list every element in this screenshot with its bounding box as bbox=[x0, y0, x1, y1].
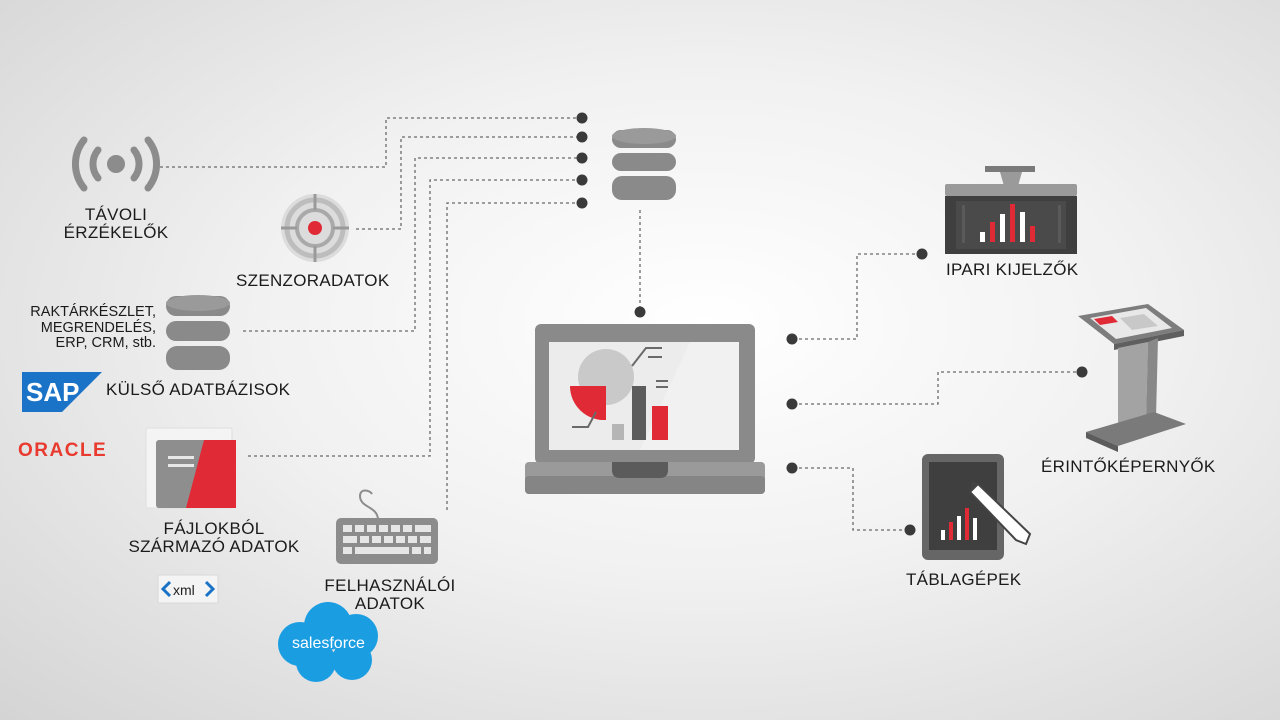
user-data-label: FELHASZNÁLÓI ADATOK bbox=[324, 576, 456, 614]
connector-dot bbox=[904, 524, 916, 536]
folder-icon bbox=[145, 427, 236, 509]
connector-dot bbox=[1076, 366, 1088, 378]
connector-files bbox=[248, 179, 578, 457]
connector-remote-sensors bbox=[160, 117, 578, 168]
touchscreen-kiosk-icon bbox=[1078, 304, 1186, 452]
database-stack-icon bbox=[166, 295, 230, 370]
connector-dot bbox=[786, 398, 798, 410]
sensor-data-label: SZENZORADATOK bbox=[236, 271, 390, 290]
connector-industrial bbox=[793, 253, 918, 340]
salesforce-logo: salesforce bbox=[278, 602, 378, 682]
oracle-logo: ORACLE bbox=[18, 440, 107, 461]
tablet-icon bbox=[922, 454, 1032, 560]
connector-dot bbox=[576, 131, 588, 143]
connector-dot bbox=[576, 174, 588, 186]
central-database-icon bbox=[612, 128, 676, 200]
connector-dot bbox=[916, 248, 928, 260]
salesforce-logo-text: salesforce bbox=[292, 635, 365, 652]
laptop-icon bbox=[525, 324, 765, 494]
connector-dot bbox=[786, 333, 798, 345]
sap-logo: SAP bbox=[22, 372, 102, 412]
keyboard-icon bbox=[336, 489, 438, 564]
touchscreens-label: ÉRINTŐKÉPERNYŐK bbox=[1041, 457, 1216, 476]
file-data-label: FÁJLOKBÓL SZÁRMAZÓ ADATOK bbox=[128, 519, 300, 557]
connector-dots bbox=[576, 112, 1088, 536]
tablets-label: TÁBLAGÉPEK bbox=[906, 570, 1022, 589]
connector-dot bbox=[634, 306, 646, 318]
inventory-label: RAKTÁRKÉSZLET, MEGRENDELÉS, ERP, CRM, st… bbox=[30, 304, 156, 352]
connector-sensor-data bbox=[356, 136, 578, 230]
connector-databases bbox=[243, 157, 578, 332]
connector-user-data bbox=[446, 202, 578, 510]
industrial-display-icon bbox=[945, 166, 1077, 254]
remote-sensor-icon bbox=[72, 136, 160, 192]
target-sensor-icon bbox=[281, 194, 349, 262]
connector-tablet bbox=[793, 467, 906, 531]
connector-dot bbox=[576, 152, 588, 164]
industrial-displays-label: IPARI KIJELZŐK bbox=[946, 260, 1079, 279]
connector-dot bbox=[786, 462, 798, 474]
remote-sensors-label: TÁVOLI ÉRZÉKELŐK bbox=[63, 205, 169, 243]
external-db-label: KÜLSŐ ADATBÁZISOK bbox=[106, 380, 291, 399]
xml-badge-text: xml bbox=[173, 582, 195, 598]
connector-dot bbox=[576, 197, 588, 209]
xml-badge: xml bbox=[157, 574, 219, 604]
connector-touchscreen bbox=[793, 371, 1078, 405]
source-connectors bbox=[160, 117, 1078, 531]
sap-logo-text: SAP bbox=[26, 377, 79, 407]
connector-dot bbox=[576, 112, 588, 124]
